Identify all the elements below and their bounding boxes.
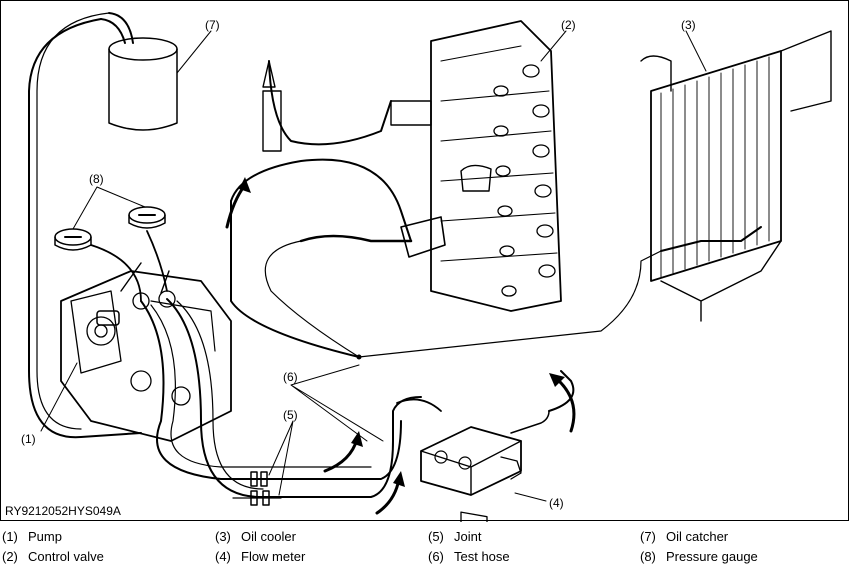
joints [232,471,282,506]
pressure-gauge-right [128,206,166,229]
flow-meter [420,410,550,522]
legend-item-flow-meter: (4)Flow meter [215,549,306,564]
callout-7: (7) [205,18,220,32]
legend-item-control-valve: (2)Control valve [2,549,104,564]
callout-2: (2) [561,18,576,32]
drain-hose [28,18,142,439]
callout-4: (4) [549,496,564,510]
diagram-drawing: (7) (2) (3) (8) (1) (6) (5) (4) [21,12,832,522]
legend-item-test-hose: (6)Test hose [428,549,510,564]
hydraulic-test-diagram: (7) (2) (3) (8) (1) (6) (5) (4) RY921205… [0,0,849,522]
legend-item-joint: (5)Joint [428,529,482,544]
legend-item-pressure-gauge: (8)Pressure gauge [640,549,758,564]
oil-catcher [100,12,178,131]
legend-item-oil-catcher: (7)Oil catcher [640,529,729,544]
legend-item-pump: (1)Pump [2,529,62,544]
legend-item-oil-cooler: (3)Oil cooler [215,529,296,544]
pressure-gauge-left [54,228,92,251]
control-valve [390,20,562,312]
callout-3: (3) [681,18,696,32]
figure-id: RY9212052HYS049A [5,504,121,518]
oil-cooler [640,30,832,322]
leader-lines [40,30,707,502]
callout-1: (1) [21,432,36,446]
test-hoses [140,298,422,498]
callout-6: (6) [283,370,298,384]
callout-5: (5) [283,408,298,422]
legend: (1)Pump (2)Control valve (3)Oil cooler (… [0,527,849,573]
callout-8: (8) [89,172,104,186]
